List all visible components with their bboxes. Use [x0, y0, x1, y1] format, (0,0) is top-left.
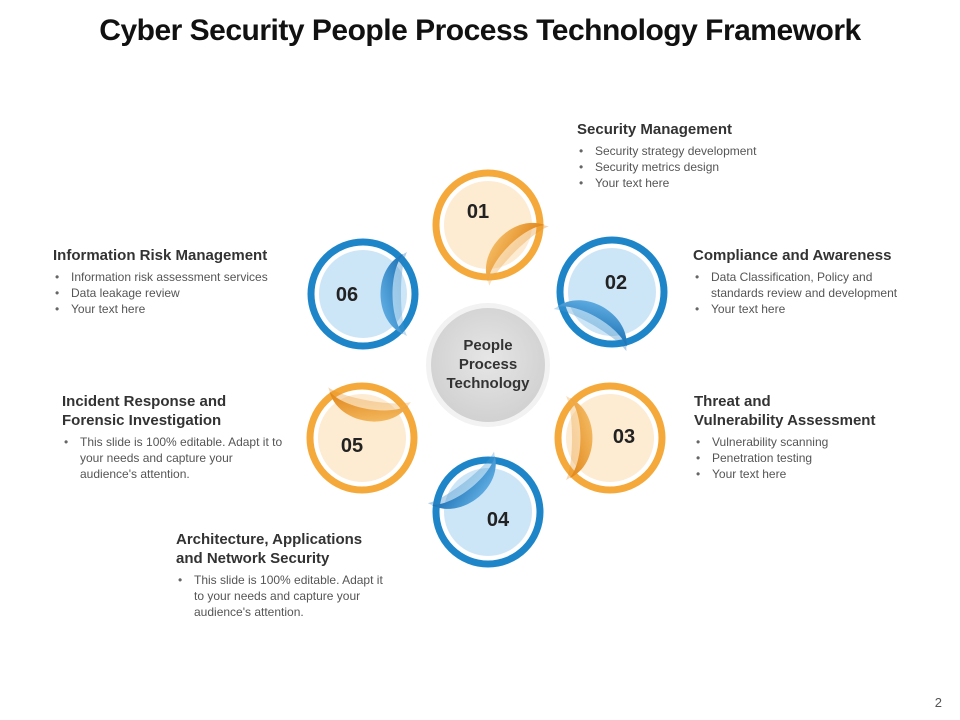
leaf-accent-05 [328, 387, 412, 422]
bullet-list: Security strategy developmentSecurity me… [577, 143, 797, 191]
bullet-list: This slide is 100% editable. Adapt it to… [62, 434, 287, 482]
node-number: 06 [336, 284, 358, 306]
bullet-item: This slide is 100% editable. Adapt it to… [176, 572, 396, 620]
node-01: 01 [432, 169, 549, 286]
bullet-item: Your text here [53, 301, 298, 317]
label-title-line: Architecture, Applications [176, 531, 363, 548]
label-title: Compliance and Awareness [693, 246, 913, 265]
page-number: 2 [934, 695, 942, 710]
node-02: 02 [553, 236, 668, 352]
bullet-item: Security metrics design [577, 159, 797, 175]
node-06: 06 [307, 238, 419, 350]
bullet-item: This slide is 100% editable. Adapt it to… [62, 434, 287, 482]
leaf-accent-01 [486, 223, 549, 286]
node-04: 04 [427, 451, 544, 568]
node-number: 05 [341, 435, 363, 457]
label-node-04: Architecture, Applications and Network Se… [176, 530, 396, 620]
bullet-list: Information risk assessment servicesData… [53, 269, 298, 317]
node-05: 05 [306, 382, 418, 494]
leaf-accent-04 [427, 451, 496, 509]
center-label-line: Technology [446, 375, 530, 392]
label-title-line: and Network Security [176, 550, 330, 567]
bullet-item: Security strategy development [577, 143, 797, 159]
bullet-item: Information risk assessment services [53, 269, 298, 285]
label-title-line: Vulnerability Assessment [694, 412, 876, 429]
bullet-item: Your text here [693, 301, 913, 317]
center-label-line: Process [459, 356, 517, 373]
label-node-06: Information Risk ManagementInformation r… [53, 246, 298, 317]
bullet-item: Your text here [577, 175, 797, 191]
bullet-list: This slide is 100% editable. Adapt it to… [176, 572, 396, 620]
label-title-line: Compliance and Awareness [693, 247, 892, 264]
leaf-accent-03 [566, 396, 593, 480]
label-title-line: Incident Response and [62, 393, 227, 410]
bullet-item: Data Classification, Policy and standard… [693, 269, 913, 301]
label-title: Architecture, Applications and Network Se… [176, 530, 396, 568]
label-title: Information Risk Management [53, 246, 298, 265]
label-title-line: Security Management [577, 121, 733, 138]
bullet-item: Vulnerability scanning [694, 434, 924, 450]
node-number: 02 [605, 272, 627, 294]
leaf-accent-06 [380, 252, 407, 336]
node-number: 01 [467, 201, 489, 223]
label-title-line: Forensic Investigation [62, 412, 222, 429]
bullet-item: Your text here [694, 466, 924, 482]
center-label-line: People [463, 337, 512, 354]
bullet-list: Data Classification, Policy and standard… [693, 269, 913, 317]
bullet-item: Data leakage review [53, 285, 298, 301]
node-number: 04 [487, 509, 510, 531]
label-node-01: Security ManagementSecurity strategy dev… [577, 120, 797, 191]
label-node-02: Compliance and AwarenessData Classificat… [693, 246, 913, 317]
node-number: 03 [613, 426, 635, 448]
bullet-list: Vulnerability scanningPenetration testin… [694, 434, 924, 482]
bullet-item: Penetration testing [694, 450, 924, 466]
node-03: 03 [554, 382, 666, 494]
label-title-line: Threat and [694, 393, 771, 410]
leaf-accent-02 [553, 300, 627, 352]
slide-title: Cyber Security People Process Technology… [99, 14, 861, 47]
label-title: Security Management [577, 120, 797, 139]
label-title-line: Information Risk Management [53, 247, 268, 264]
